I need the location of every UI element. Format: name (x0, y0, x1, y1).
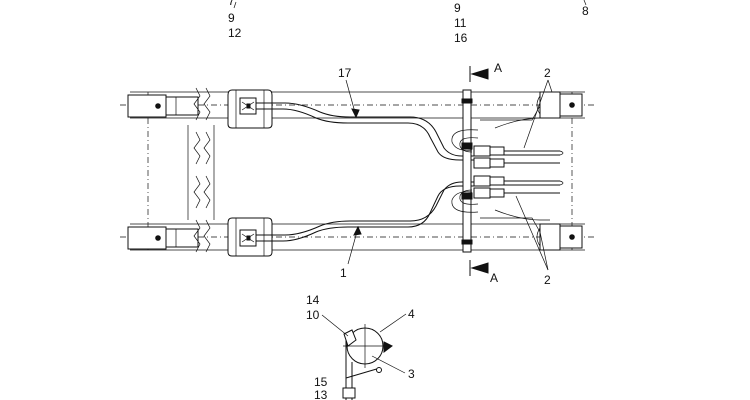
section-label-top: A (494, 61, 502, 75)
cylinder-lower (227, 217, 273, 257)
right-cylinder-upper (536, 91, 583, 119)
label-17: 17 (338, 66, 352, 80)
cylinder-upper (227, 89, 273, 129)
callout-16: 16 (454, 31, 468, 45)
callout-group-top-right: 8 (582, 0, 589, 18)
break-marks (187, 87, 215, 253)
label-3: 3 (408, 367, 415, 381)
label-2-lower: 2 (544, 273, 551, 287)
right-cylinder-lower (536, 223, 583, 251)
label-10: 10 (306, 308, 320, 322)
section-label-bottom: A (490, 271, 498, 285)
callout-9b: 9 (454, 1, 461, 15)
left-cylinder-upper (127, 94, 199, 118)
callout-1: 1 (340, 225, 362, 280)
label-13: 13 (314, 388, 328, 400)
frame-outline (120, 91, 595, 251)
callout-group-top-mid: 9 11 16 (454, 1, 468, 45)
callout-11: 11 (454, 16, 467, 30)
callout-17: 17 (338, 66, 360, 119)
label-14: 14 (306, 293, 320, 307)
label-2-upper: 2 (544, 66, 551, 80)
section-arrow-bottom: A (469, 260, 498, 285)
callout-7: 7 (228, 0, 235, 8)
callout-8: 8 (582, 4, 589, 18)
callout-12: 12 (228, 26, 242, 40)
callout-9: 9 (228, 11, 235, 25)
callout-2-lower: 2 (515, 195, 551, 287)
callout-group-top-left: 7 9 12 (228, 0, 242, 40)
section-arrow-top: A (469, 61, 502, 82)
left-cylinder-lower (127, 226, 199, 250)
section-bracket (461, 89, 473, 253)
callout-2-upper: 2 (523, 66, 553, 149)
label-1: 1 (340, 266, 347, 280)
fittings-upper (473, 145, 564, 169)
label-15: 15 (314, 375, 328, 389)
detail-callouts: 14 10 4 3 15 13 (306, 293, 415, 400)
label-4: 4 (408, 307, 415, 321)
hose-upper (256, 102, 478, 161)
fittings-lower (473, 175, 564, 199)
hose-lower (256, 181, 478, 242)
detail-view (342, 324, 393, 400)
